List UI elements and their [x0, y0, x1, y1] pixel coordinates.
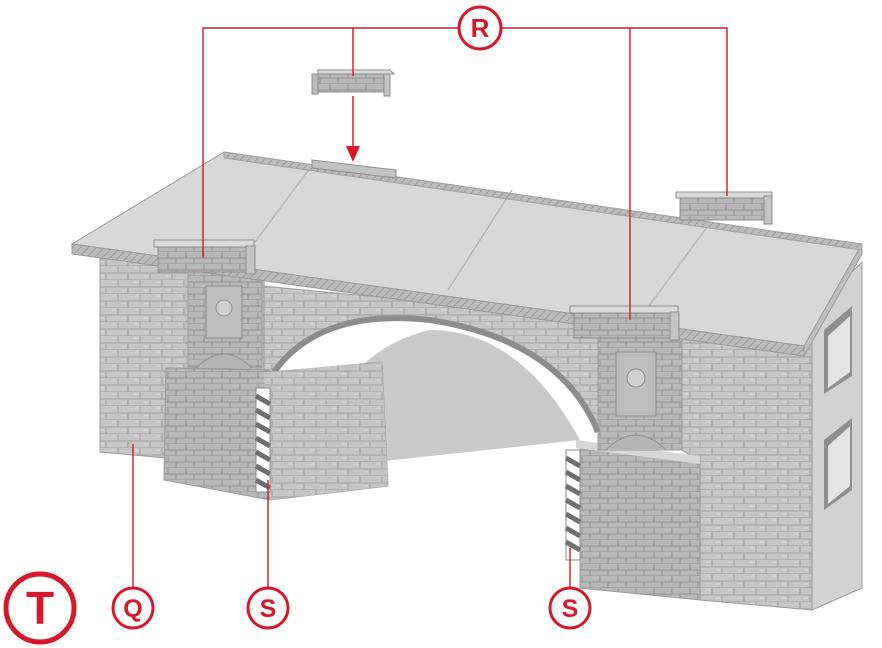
bridge-model — [70, 69, 863, 611]
callout-t: T — [3, 571, 77, 645]
callout-s-left-label: S — [260, 595, 277, 623]
arrowhead-down — [346, 146, 360, 162]
callout-lines — [132, 27, 728, 588]
hazard-stripes-right — [564, 449, 582, 561]
parapet-back-left — [311, 159, 397, 179]
right-pier-base — [579, 445, 701, 601]
callout-t-label: T — [26, 582, 54, 634]
parapet-back-right — [675, 191, 773, 225]
callout-s-right: S — [548, 586, 592, 630]
callout-s-left: S — [246, 586, 290, 630]
callout-r: R — [457, 5, 503, 51]
hazard-stripes-left — [254, 387, 272, 493]
parapet-front-right — [569, 305, 680, 341]
left-pier — [99, 249, 389, 501]
leader-r-bracket — [202, 27, 728, 258]
right-pier-end — [811, 260, 863, 611]
parapet-front-left — [153, 239, 256, 275]
callout-r-label: R — [471, 13, 490, 43]
right-pier — [576, 309, 813, 611]
parapet-floating — [311, 69, 396, 97]
callout-q: Q — [111, 586, 155, 630]
callout-q-label: Q — [123, 595, 142, 623]
callout-s-right-label: S — [562, 595, 579, 623]
